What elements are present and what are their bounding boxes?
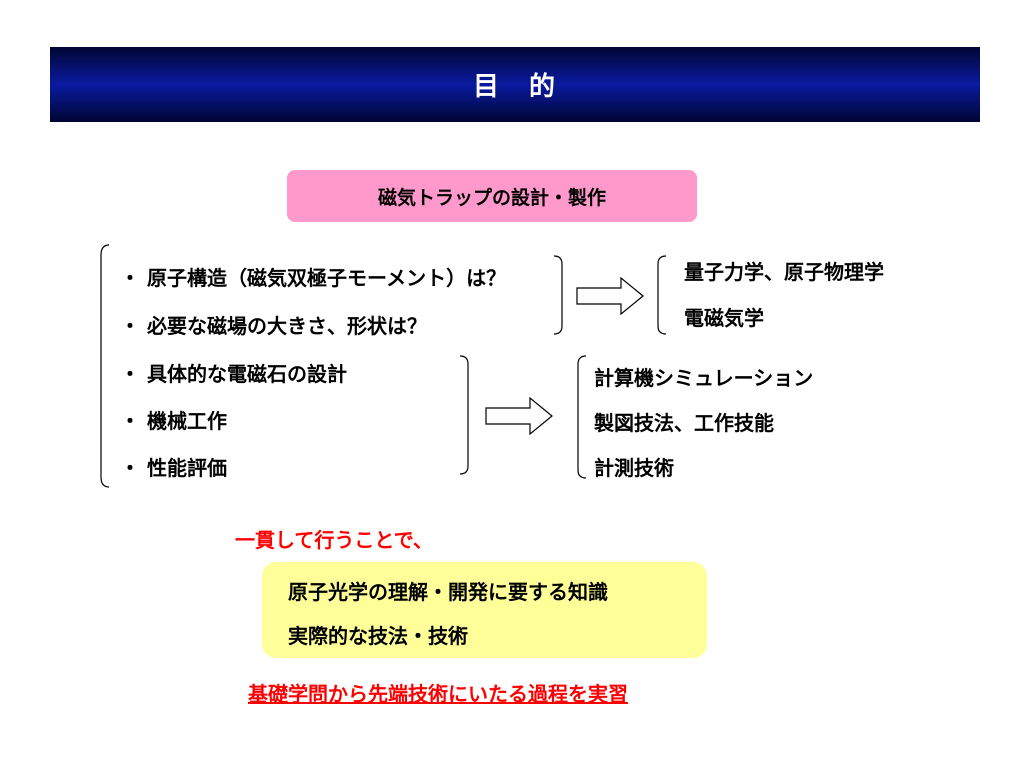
- conclusion-text: 基礎学問から先端技術にいたる過程を実習: [248, 682, 628, 706]
- left-item-1: ・ 原子構造（磁気双極子モーメント）は？: [120, 266, 507, 290]
- slide-title: 目 的: [472, 72, 557, 102]
- outcome-item-2: 実際的な技法・技術: [288, 624, 468, 648]
- outcome-item-1: 原子光学の理解・開発に要する知識: [288, 580, 608, 604]
- right-top-item-2: 電磁気学: [684, 306, 764, 330]
- top-arrow-icon: [576, 276, 644, 316]
- right-bottom-item-3: 計測技術: [594, 456, 674, 480]
- outcome-box: 原子光学の理解・開発に要する知識 実際的な技法・技術: [262, 562, 707, 658]
- theme-box: 磁気トラップの設計・製作: [287, 170, 697, 222]
- bottom-arrow-icon: [485, 396, 553, 436]
- consistent-text: 一貫して行うことで、: [235, 528, 433, 552]
- right-bottom-item-2: 製図技法、工作技能: [594, 411, 774, 435]
- bottom-group-right-bracket: [459, 355, 469, 475]
- title-bar: 目 的: [50, 47, 980, 122]
- top-right-open-bracket: [657, 255, 667, 335]
- left-item-3: ・ 具体的な電磁石の設計: [120, 362, 347, 386]
- left-item-4: ・ 機械工作: [120, 409, 227, 433]
- top-group-right-bracket: [553, 255, 563, 335]
- left-item-5: ・ 性能評価: [120, 456, 227, 480]
- right-bottom-item-1: 計算機シミュレーション: [594, 366, 814, 390]
- bottom-right-open-bracket: [577, 355, 587, 479]
- left-item-2: ・ 必要な磁場の大きさ、形状は？: [120, 314, 427, 338]
- outer-left-bracket: [100, 244, 110, 488]
- theme-text: 磁気トラップの設計・製作: [377, 186, 606, 209]
- right-top-item-1: 量子力学、原子物理学: [684, 260, 884, 284]
